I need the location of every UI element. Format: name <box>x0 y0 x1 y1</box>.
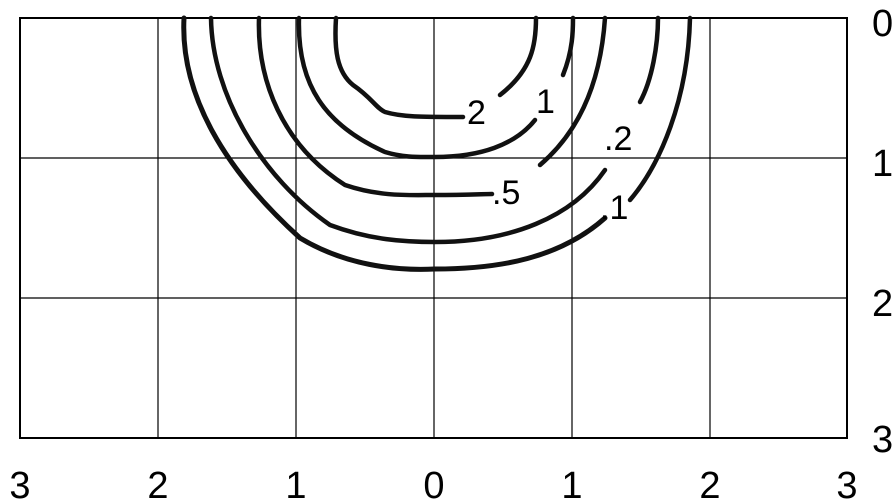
contour-line-0-1 <box>181 15 608 272</box>
contour-line-0-1-right <box>627 15 693 203</box>
y-axis-tick-labels: 0 1 2 3 <box>872 3 893 461</box>
contour-label-0-2: .2 <box>604 120 632 158</box>
x-tick-label-right-1: 1 <box>561 465 582 504</box>
contour-label-0-5: .5 <box>492 174 520 212</box>
contour-labels: 2 1 .2 .5 .1 <box>467 83 632 227</box>
x-tick-label-right-3: 3 <box>836 465 857 504</box>
x-tick-label-left-3: 3 <box>9 465 30 504</box>
contour-line-1-right <box>560 15 576 78</box>
x-axis-tick-labels: 3 2 1 0 1 2 3 <box>9 465 857 504</box>
contour-line-1 <box>296 15 538 160</box>
grid <box>19 17 848 439</box>
x-tick-label-right-2: 2 <box>699 465 720 504</box>
y-tick-label-1: 1 <box>872 143 893 185</box>
contour-label-1: 1 <box>536 83 555 121</box>
y-tick-label-0: 0 <box>872 3 893 45</box>
contour-line-2-right <box>497 15 539 98</box>
contour-line-0-5 <box>256 15 495 198</box>
y-tick-label-3: 3 <box>872 419 893 461</box>
contour-line-2 <box>333 15 466 120</box>
contour-line-0-2-right <box>637 15 661 105</box>
contour-label-0-1: .1 <box>600 189 628 227</box>
contour-line-0-2 <box>208 15 608 245</box>
x-tick-label-0: 0 <box>423 465 444 504</box>
x-tick-label-left-2: 2 <box>147 465 168 504</box>
y-tick-label-2: 2 <box>872 283 893 325</box>
x-tick-label-left-1: 1 <box>285 465 306 504</box>
contour-label-2: 2 <box>467 94 486 132</box>
contour-line-0-5-right <box>537 15 608 168</box>
contours <box>181 15 693 272</box>
